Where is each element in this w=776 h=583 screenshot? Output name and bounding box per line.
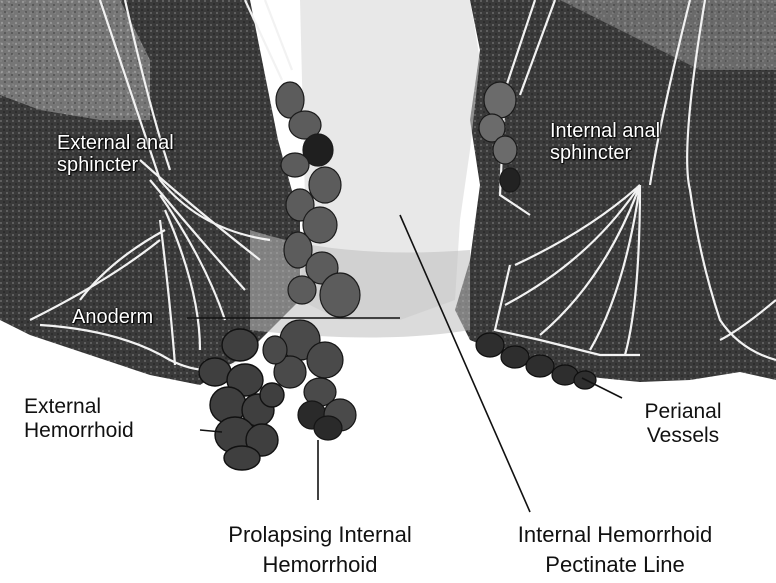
label-anoderm: Anoderm	[72, 306, 153, 328]
label-external-anal-sphincter: External anal sphincter	[57, 132, 174, 176]
left-upper-tissue	[0, 0, 150, 120]
label-internal-anal-sphincter: Internal anal sphincter	[550, 120, 660, 164]
prolapsing-hemorrhoid-cluster	[263, 320, 356, 440]
label-external-hemorrhoid: External Hemorrhoid	[24, 395, 134, 443]
label-prolapsing-internal-hemorrhoid: Prolapsing Internal Hemorrhoid	[190, 520, 450, 580]
label-internal-hemorrhoid-pectinate-line: Internal Hemorrhoid Pectinate Line	[470, 520, 760, 580]
label-perianal-vessels: Perianal Vessels	[628, 400, 738, 448]
